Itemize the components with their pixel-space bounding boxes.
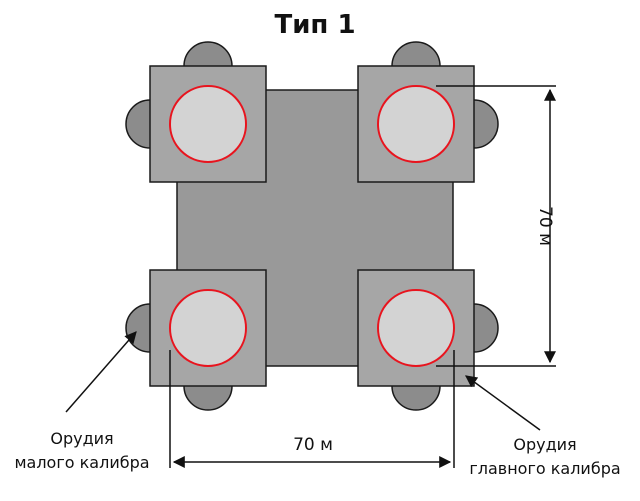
main-caliber-label-line2: главного калибра	[469, 459, 620, 478]
main-gun-turret	[169, 289, 247, 367]
small-caliber-label-line1: Орудия	[50, 429, 113, 448]
main-gun-turret	[169, 85, 247, 163]
horizontal-dimension	[169, 350, 455, 468]
main-gun-turret	[377, 85, 455, 163]
small-caliber-label-line2: малого калибра	[14, 453, 149, 472]
main-caliber-label-line1: Орудия	[513, 435, 576, 454]
main-gun-turret	[377, 289, 455, 367]
main-caliber-guns	[169, 85, 455, 367]
small-caliber-pointer	[65, 331, 137, 413]
vertical-dimension-label: 70 м	[535, 206, 555, 246]
main-caliber-pointer	[465, 375, 541, 431]
vertical-dimension	[436, 85, 556, 367]
horizontal-dimension-label: 70 м	[293, 435, 333, 455]
diagram-title: Тип 1	[274, 10, 355, 40]
